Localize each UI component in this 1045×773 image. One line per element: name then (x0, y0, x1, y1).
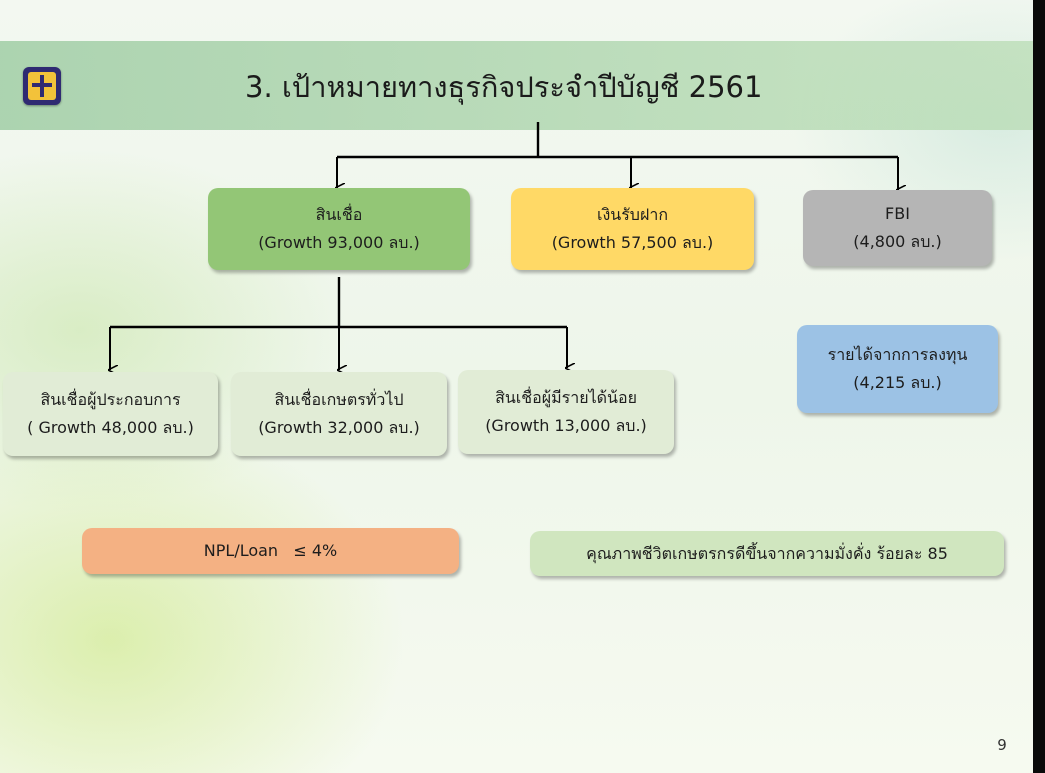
lowincome-loan-value: (Growth 13,000 ลบ.) (485, 416, 647, 435)
npl-ratio-text: NPL/Loan ≤ 4% (203, 541, 338, 560)
header-band (0, 41, 1033, 130)
deposit-target-box: เงินรับฝาก (Growth 57,500 ลบ.) (511, 188, 754, 270)
entrepreneur-loan-box: สินเชื่อผู้ประกอบการ ( Growth 48,000 ลบ.… (3, 372, 218, 456)
fbi-target-name: FBI (885, 204, 910, 223)
entrepreneur-loan-name: สินเชื่อผู้ประกอบการ (40, 390, 181, 409)
lowincome-loan-name: สินเชื่อผู้มีรายได้น้อย (495, 388, 637, 407)
npl-ratio-box: NPL/Loan ≤ 4% (82, 528, 459, 574)
farmer-loan-value: (Growth 32,000 ลบ.) (258, 418, 420, 437)
fbi-target-box: FBI (4,800 ลบ.) (803, 190, 992, 266)
investment-income-value: (4,215 ลบ.) (853, 373, 942, 392)
entrepreneur-loan-value: ( Growth 48,000 ลบ.) (27, 418, 194, 437)
farmer-quality-box: คุณภาพชีวิตเกษตรกรดีขึ้นจากความมั่งคั่ง … (530, 531, 1004, 576)
farmer-quality-text: คุณภาพชีวิตเกษตรกรดีขึ้นจากความมั่งคั่ง … (586, 543, 948, 563)
loan-target-value: (Growth 93,000 ลบ.) (258, 233, 420, 252)
fbi-target-value: (4,800 ลบ.) (853, 232, 942, 251)
investment-income-name: รายได้จากการลงทุน (827, 345, 968, 364)
deposit-target-name: เงินรับฝาก (596, 205, 668, 224)
farmer-loan-box: สินเชื่อเกษตรทั่วไป (Growth 32,000 ลบ.) (231, 372, 447, 456)
farmer-loan-name: สินเชื่อเกษตรทั่วไป (274, 390, 404, 409)
deposit-target-value: (Growth 57,500 ลบ.) (551, 233, 714, 252)
page-number: 9 (997, 736, 1007, 754)
lowincome-loan-box: สินเชื่อผู้มีรายได้น้อย (Growth 13,000 ล… (458, 370, 674, 454)
bank-logo-icon (23, 67, 61, 105)
loan-target-name: สินเชื่อ (315, 205, 363, 224)
right-edge-strip (1033, 0, 1045, 773)
page-title: 3. เป้าหมายทางธุรกิจประจำปีบัญชี 2561 (245, 70, 763, 104)
loan-target-box: สินเชื่อ (Growth 93,000 ลบ.) (208, 188, 470, 270)
investment-income-box: รายได้จากการลงทุน (4,215 ลบ.) (797, 325, 998, 413)
